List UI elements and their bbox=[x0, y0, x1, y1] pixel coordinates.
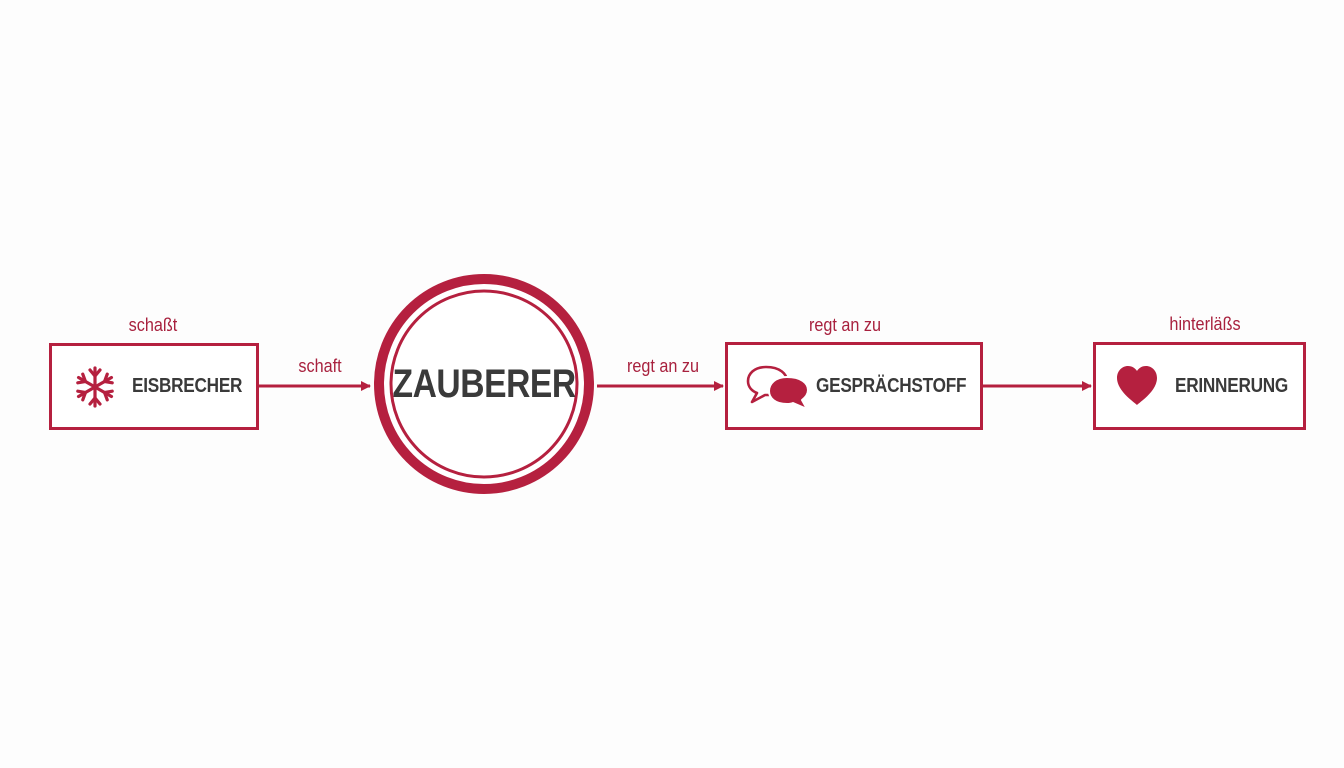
edge-label-regt-an-zu: regt an zu bbox=[626, 356, 700, 376]
heart-icon bbox=[1113, 362, 1161, 410]
node-gespraechstoff-label: GESPRÄCHSTOFF bbox=[816, 374, 967, 397]
node-zauberer: ZAUBERER bbox=[372, 272, 596, 496]
node-gespraechstoff: GESPRÄCHSTOFF bbox=[725, 342, 983, 430]
double-ring bbox=[374, 274, 594, 494]
snowflake-icon bbox=[72, 364, 118, 410]
node-eisbrecher-label: EISBRECHER bbox=[132, 375, 243, 397]
node-eisbrecher: EISBRECHER bbox=[49, 343, 259, 430]
node-erinnerung: ERINNERUNG bbox=[1093, 342, 1306, 430]
edge-label-regt-an-zu-above: regt an zu bbox=[808, 315, 882, 335]
speech-bubbles-icon bbox=[744, 361, 814, 411]
node-erinnerung-label: ERINNERUNG bbox=[1175, 374, 1289, 397]
edge-label-schasst: schaßt bbox=[128, 315, 178, 335]
edge-label-hinterlaess: hinterläßs bbox=[1169, 314, 1241, 334]
edge-label-schaft: schaft bbox=[298, 356, 342, 376]
node-zauberer-label: ZAUBERER bbox=[392, 361, 576, 406]
